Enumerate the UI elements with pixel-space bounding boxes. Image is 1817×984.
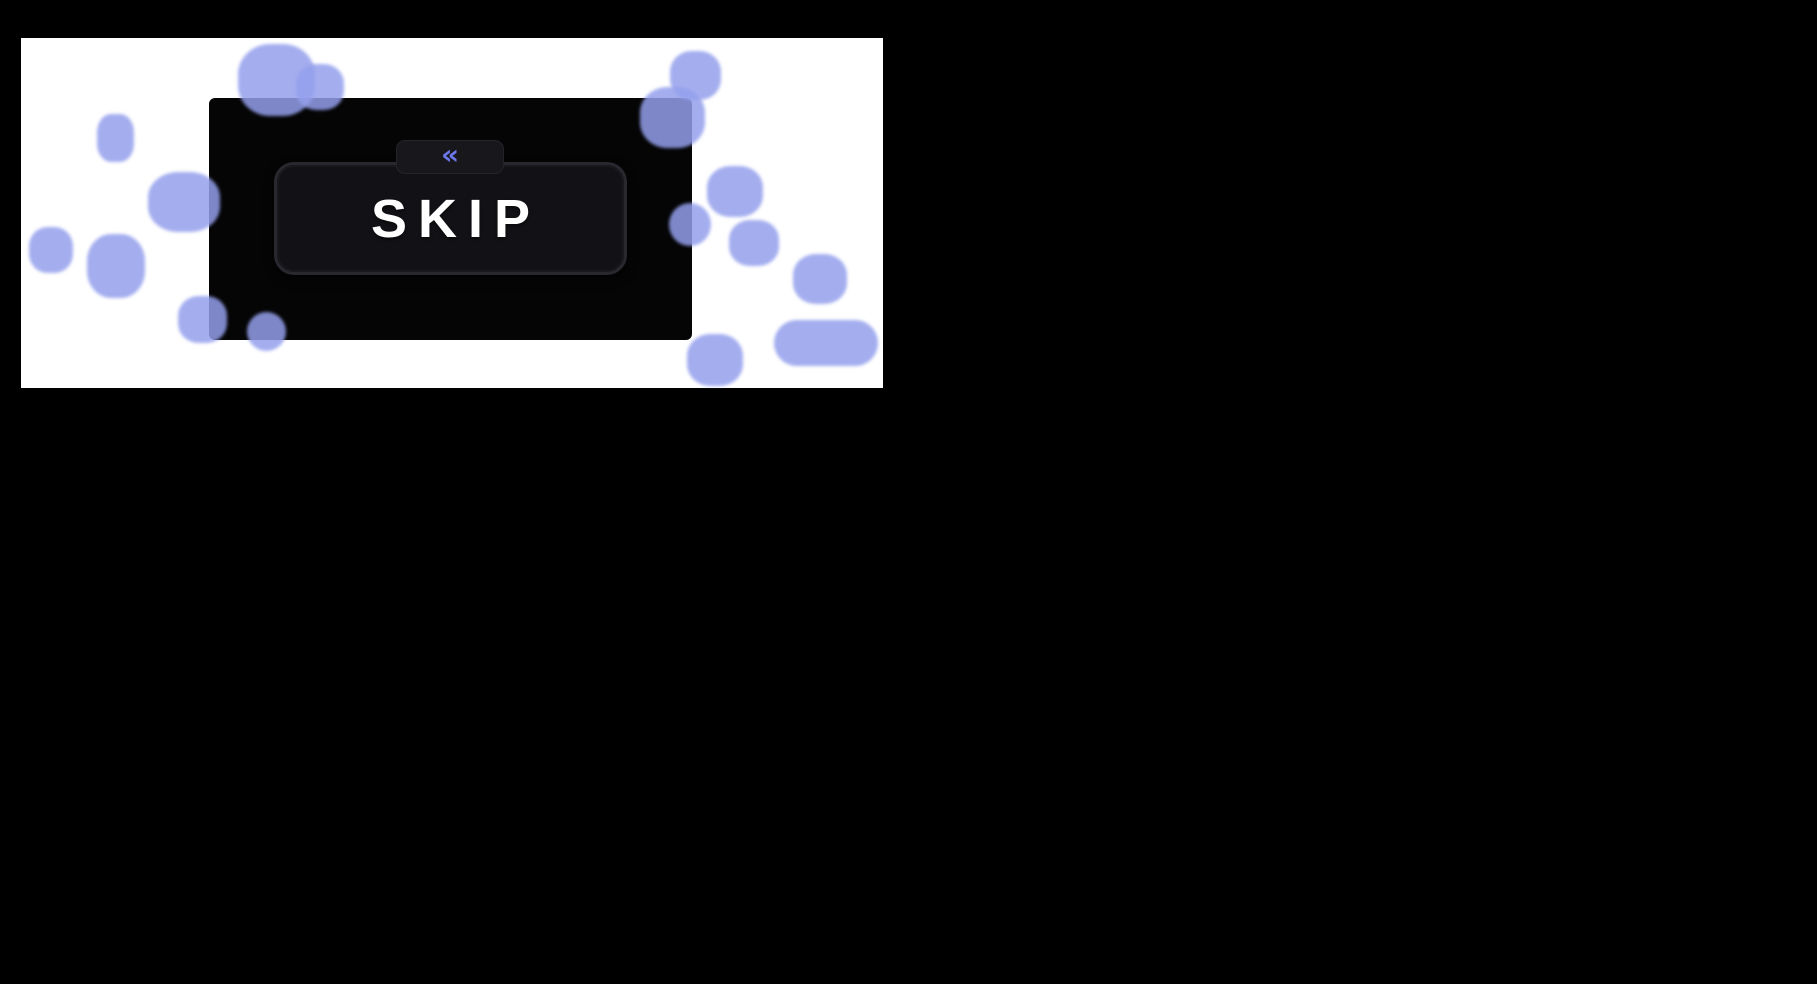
double-chevron-left-icon: «: [440, 137, 460, 171]
game-overlay-panel: « SKIP: [209, 98, 692, 340]
skip-button-label: SKIP: [370, 188, 542, 249]
content-panel: « SKIP: [21, 38, 883, 388]
collapse-tab[interactable]: «: [396, 140, 504, 174]
skip-button[interactable]: SKIP: [274, 162, 627, 275]
